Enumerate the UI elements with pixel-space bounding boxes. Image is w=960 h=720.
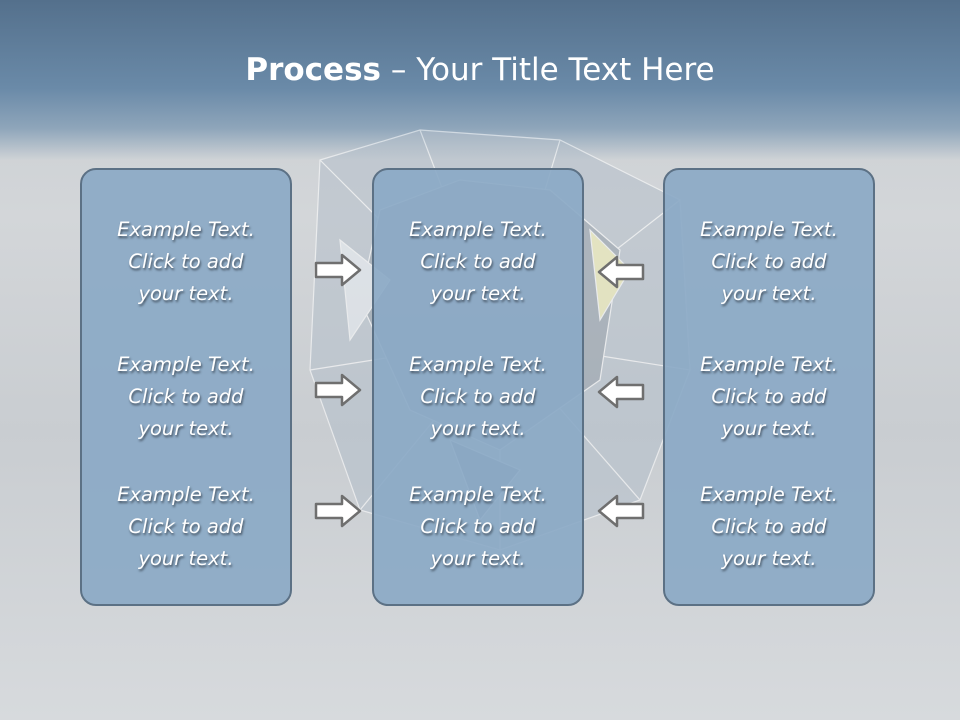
text-line: Click to add (711, 250, 827, 273)
text-line: Example Text. (700, 218, 838, 241)
text-placeholder[interactable]: Example Text. Click to add your text. (374, 349, 582, 445)
left-arrow-icon (597, 255, 645, 289)
text-placeholder[interactable]: Example Text. Click to add your text. (665, 349, 873, 445)
right-arrow-icon (314, 253, 362, 287)
text-line: Click to add (711, 385, 827, 408)
text-placeholder[interactable]: Example Text. Click to add your text. (82, 349, 290, 445)
text-line: your text. (138, 282, 234, 305)
text-line: Example Text. (409, 483, 547, 506)
text-line: Click to add (128, 515, 244, 538)
header-band (0, 0, 960, 160)
text-line: Example Text. (117, 218, 255, 241)
text-line: Click to add (420, 515, 536, 538)
process-box-left[interactable]: Example Text. Click to add your text. Ex… (80, 168, 292, 606)
text-placeholder[interactable]: Example Text. Click to add your text. (374, 214, 582, 310)
left-arrow-icon (597, 375, 645, 409)
text-line: Click to add (420, 250, 536, 273)
text-line: your text. (138, 417, 234, 440)
text-placeholder[interactable]: Example Text. Click to add your text. (82, 479, 290, 575)
text-line: Example Text. (117, 483, 255, 506)
text-placeholder[interactable]: Example Text. Click to add your text. (665, 214, 873, 310)
process-box-center[interactable]: Example Text. Click to add your text. Ex… (372, 168, 584, 606)
text-line: your text. (430, 282, 526, 305)
text-line: your text. (430, 417, 526, 440)
left-arrow-icon (597, 494, 645, 528)
text-line: your text. (721, 282, 817, 305)
right-arrow-icon (314, 494, 362, 528)
text-line: Example Text. (700, 353, 838, 376)
text-line: Example Text. (117, 353, 255, 376)
page-title[interactable]: Process – Your Title Text Here (0, 52, 960, 88)
title-rest: – Your Title Text Here (381, 52, 715, 88)
title-bold: Process (245, 52, 381, 88)
text-placeholder[interactable]: Example Text. Click to add your text. (82, 214, 290, 310)
text-line: Click to add (128, 250, 244, 273)
text-line: Example Text. (409, 218, 547, 241)
text-line: your text. (430, 547, 526, 570)
text-placeholder[interactable]: Example Text. Click to add your text. (665, 479, 873, 575)
text-line: Click to add (128, 385, 244, 408)
process-box-right[interactable]: Example Text. Click to add your text. Ex… (663, 168, 875, 606)
text-line: Example Text. (700, 483, 838, 506)
text-line: your text. (138, 547, 234, 570)
text-line: your text. (721, 547, 817, 570)
text-line: Example Text. (409, 353, 547, 376)
text-line: your text. (721, 417, 817, 440)
right-arrow-icon (314, 373, 362, 407)
text-line: Click to add (420, 385, 536, 408)
text-placeholder[interactable]: Example Text. Click to add your text. (374, 479, 582, 575)
text-line: Click to add (711, 515, 827, 538)
